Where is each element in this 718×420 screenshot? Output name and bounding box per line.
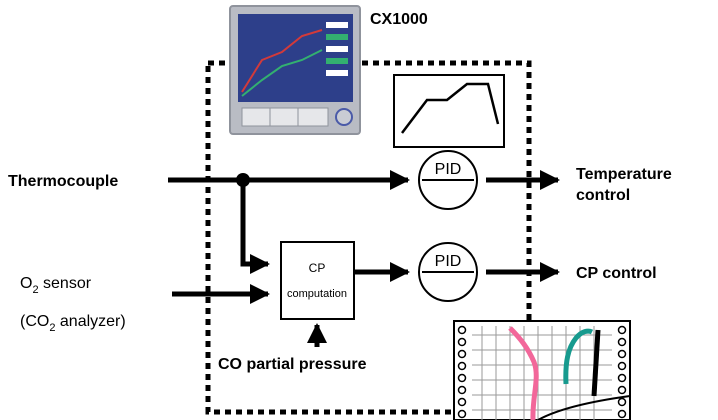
pid-bottom-label: PID [435, 253, 462, 270]
cp-label: CP [309, 261, 326, 275]
thermocouple-branch-line [240, 180, 270, 274]
cp-computation-box [280, 241, 355, 320]
program-pattern-box [393, 74, 505, 148]
cp-computation-label: computation [287, 288, 347, 300]
thermocouple-label: Thermocouple [8, 173, 118, 190]
o2-sensor-label: O2 sensor [20, 275, 92, 296]
pid-block-bottom: PID [418, 242, 478, 302]
co2-analyzer-label: (CO2 analyzer) [20, 313, 126, 334]
cx1000-device-image [229, 5, 361, 135]
co-partial-pressure-label: CO partial pressure [218, 356, 367, 373]
cp-control-label: CP control [576, 265, 657, 282]
device-name: CX1000 [370, 11, 428, 28]
pid-top-label: PID [435, 161, 462, 178]
control-label: control [576, 187, 630, 204]
temperature-label: Temperature [576, 166, 672, 183]
pid-block-top: PID [418, 150, 478, 210]
chart-recorder-paper-image [453, 320, 631, 420]
system-boundary [205, 60, 532, 415]
